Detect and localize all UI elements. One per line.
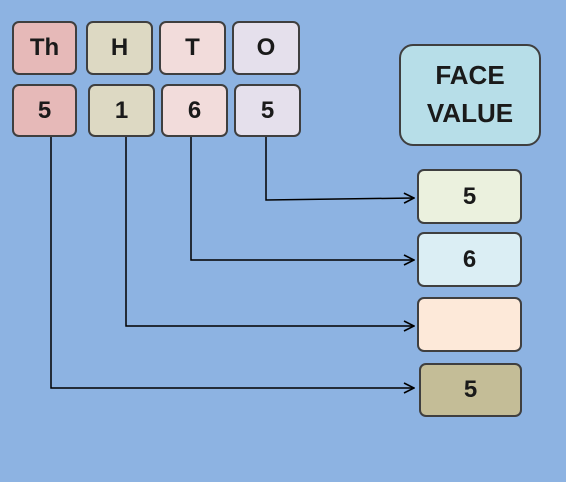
face-value-title: FACE VALUE — [399, 44, 541, 146]
arrow-ones — [265, 137, 414, 200]
digit-value: 6 — [187, 96, 202, 124]
digit-hundreds: 1 — [88, 84, 155, 137]
arrow-hundreds — [125, 137, 414, 326]
place-header-label: H — [110, 34, 129, 61]
face-value-number: 5 — [462, 182, 477, 210]
place-header-label: Th — [29, 34, 60, 61]
face-value-thousands: 5 — [419, 363, 522, 417]
face-value-number: 5 — [463, 376, 478, 403]
place-header-label: O — [256, 34, 276, 61]
place-header-tens: T — [159, 21, 226, 75]
face-value-title-line2: VALUE — [426, 98, 514, 128]
arrow-thousands — [50, 137, 414, 388]
digit-ones: 5 — [234, 84, 301, 137]
place-header-hundreds: H — [86, 21, 153, 75]
arrow-tens — [190, 137, 414, 260]
digit-tens: 6 — [161, 84, 228, 137]
face-value-title-line1: FACE — [435, 60, 505, 91]
digit-value: 1 — [114, 96, 129, 124]
place-header-ones: O — [232, 21, 300, 75]
digit-value: 5 — [37, 96, 52, 124]
face-value-tens: 6 — [417, 232, 522, 287]
face-value-number: 6 — [462, 245, 477, 273]
digit-thousands: 5 — [12, 84, 77, 137]
face-value-ones: 5 — [417, 169, 522, 224]
face-value-hundreds — [417, 297, 522, 352]
place-header-label: T — [185, 34, 200, 61]
digit-value: 5 — [260, 96, 275, 124]
place-header-thousands: Th — [12, 21, 77, 75]
